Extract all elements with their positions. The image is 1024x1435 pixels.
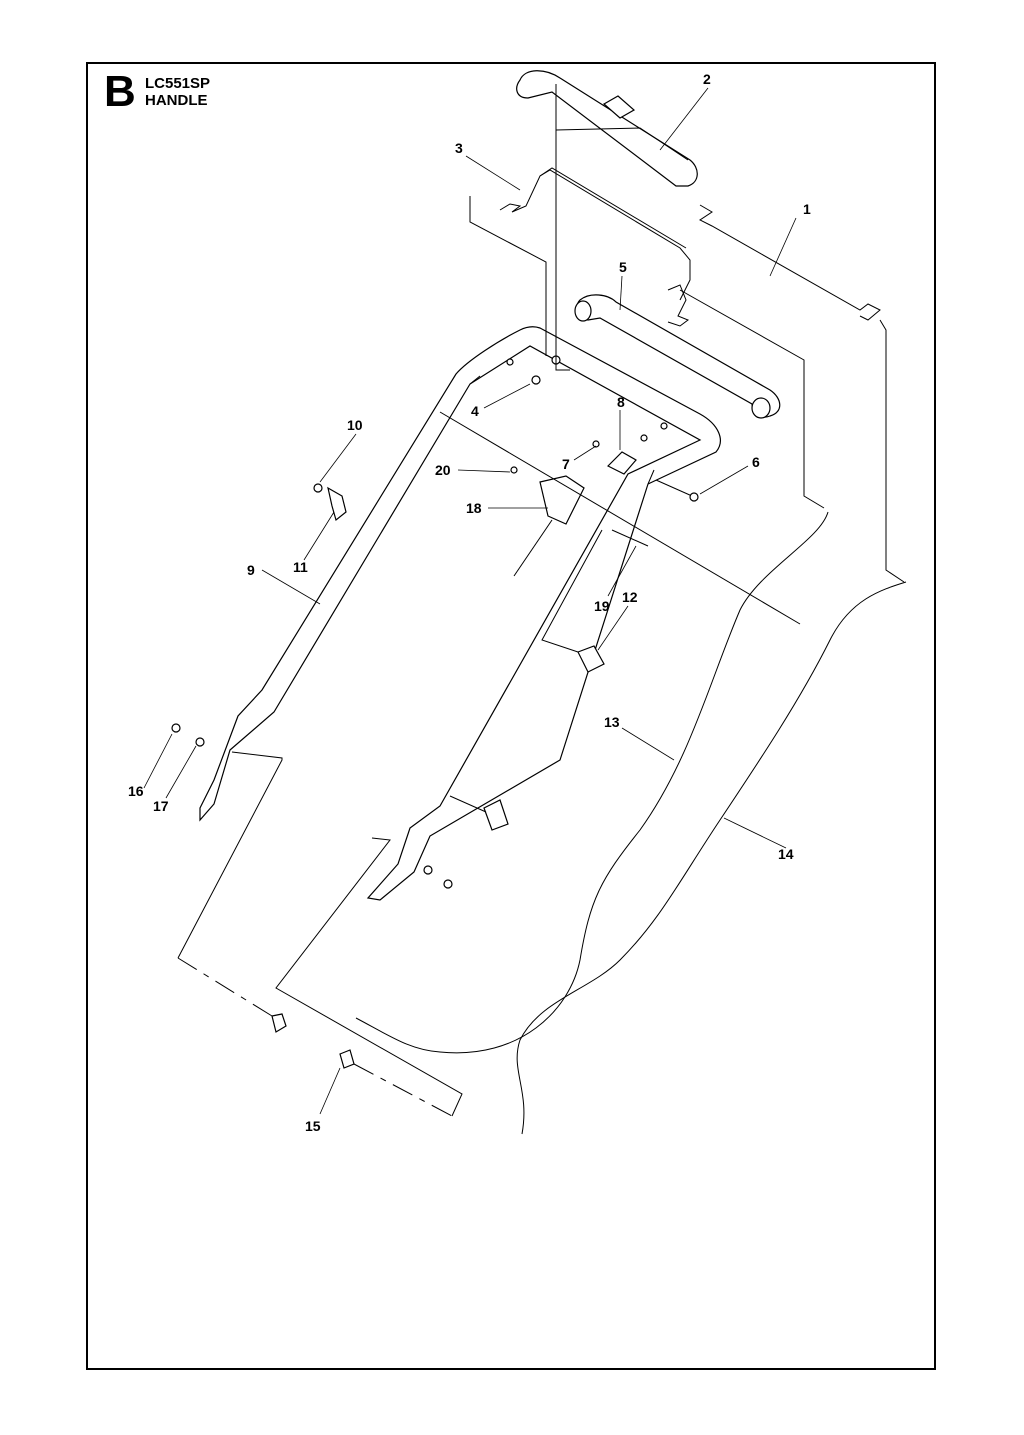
leader-lines xyxy=(143,87,797,1115)
part-15-knobs xyxy=(271,1013,355,1069)
section-letter: B xyxy=(104,67,136,116)
assembly-guide-lines xyxy=(177,84,905,1117)
callout-labels: 1 2 3 4 5 6 7 8 9 10 11 12 13 14 15 16 1… xyxy=(128,71,811,1134)
callout-15: 15 xyxy=(305,1118,321,1134)
part-9-handle-frame xyxy=(199,326,721,901)
callout-18: 18 xyxy=(466,500,482,516)
model-code: LC551SP xyxy=(145,75,211,92)
part-1-rod xyxy=(699,204,881,321)
callout-4: 4 xyxy=(471,403,479,419)
section-title: HANDLE xyxy=(145,92,208,109)
callout-10: 10 xyxy=(347,417,363,433)
callout-17: 17 xyxy=(153,798,169,814)
part-4-fasteners xyxy=(506,355,561,385)
part-5-cross-tube xyxy=(574,294,781,419)
callout-6: 6 xyxy=(752,454,760,470)
callout-3: 3 xyxy=(455,140,463,156)
callout-20: 20 xyxy=(435,462,451,478)
callout-5: 5 xyxy=(619,259,627,275)
callout-19: 19 xyxy=(594,598,610,614)
drawing-frame xyxy=(86,62,936,1370)
callout-13: 13 xyxy=(604,714,620,730)
callout-11: 11 xyxy=(293,559,308,575)
part-16-17-washer-nut xyxy=(171,723,453,889)
frame-clip xyxy=(449,795,509,831)
callout-9: 9 xyxy=(247,562,255,578)
part-13-cable xyxy=(355,511,829,1054)
callout-1: 1 xyxy=(803,201,811,217)
callout-12: 12 xyxy=(622,589,638,605)
part-12-clip xyxy=(541,529,649,673)
part-3-bail-bar xyxy=(499,167,691,327)
callout-8: 8 xyxy=(617,394,625,410)
part-14-cable xyxy=(516,581,907,1135)
callout-16: 16 xyxy=(128,783,144,799)
part-6-bolt xyxy=(655,479,699,502)
part-8-clip xyxy=(592,422,668,475)
callout-7: 7 xyxy=(562,456,570,472)
callout-2: 2 xyxy=(703,71,711,87)
part-10-11-bracket xyxy=(313,483,347,522)
callout-14: 14 xyxy=(778,846,794,862)
part-18-switch-box xyxy=(510,466,585,577)
